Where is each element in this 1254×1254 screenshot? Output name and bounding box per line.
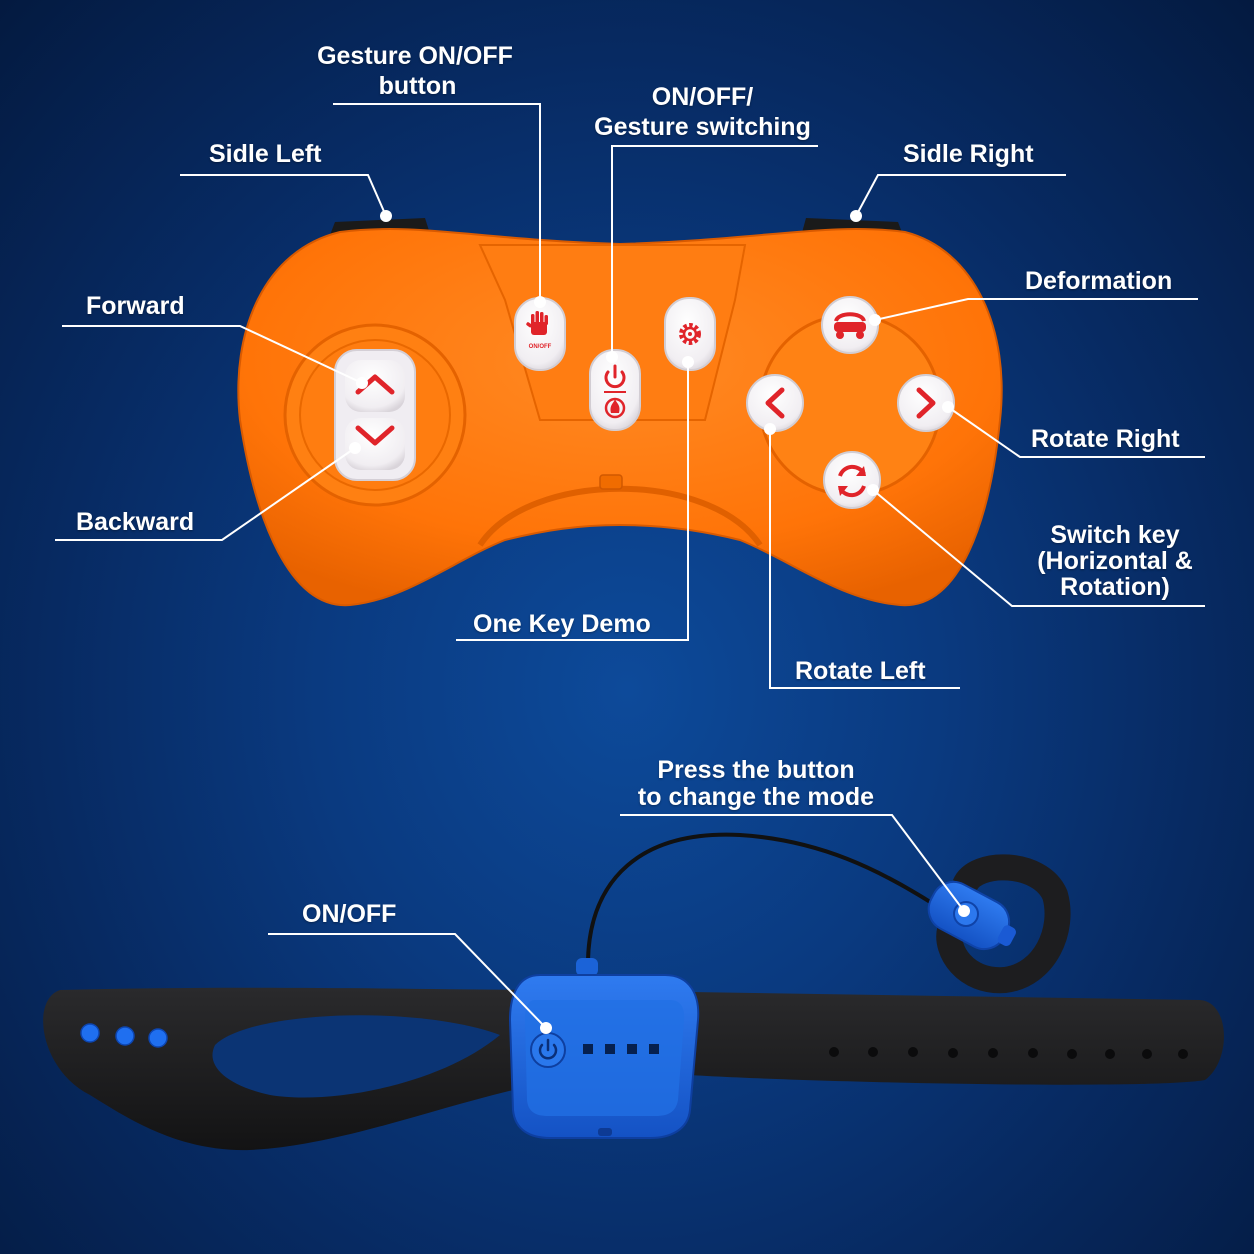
finger-ring-strap bbox=[936, 854, 1071, 994]
hand-icon bbox=[526, 311, 548, 335]
charging-port bbox=[598, 1128, 612, 1136]
label-gesture-onoff-line2: button bbox=[378, 72, 457, 100]
strap-stud bbox=[148, 1028, 168, 1048]
car-transform-icon bbox=[834, 312, 866, 339]
gesture-wristband bbox=[43, 832, 1224, 1151]
callout-dots bbox=[349, 210, 970, 1034]
label-sidle-right: Sidle Right bbox=[903, 140, 1034, 168]
label-onoff-gesture-line2: Gesture switching bbox=[594, 113, 811, 141]
sensor-cable bbox=[586, 832, 937, 961]
power-icon bbox=[538, 1038, 558, 1060]
chevron-right-icon bbox=[916, 387, 936, 419]
label-sidle-left: Sidle Left bbox=[209, 140, 322, 168]
label-switch-key-line2: (Horizontal & bbox=[1037, 547, 1193, 575]
strap-loop-opening bbox=[212, 1015, 500, 1098]
power-icon bbox=[604, 364, 626, 389]
chevron-down-icon bbox=[355, 425, 395, 446]
rotate-right-button[interactable] bbox=[897, 374, 955, 432]
gamepad-controller: ON/OFF bbox=[237, 218, 1003, 607]
gesture-flame-icon bbox=[604, 397, 626, 419]
label-watch-onoff: ON/OFF bbox=[302, 900, 397, 928]
rotate-left-button[interactable] bbox=[746, 374, 804, 432]
label-press-button-line2: to change the mode bbox=[637, 783, 875, 811]
cable-connector bbox=[576, 958, 598, 976]
callout-lines bbox=[55, 103, 1205, 1029]
strap-holes bbox=[829, 1047, 1188, 1059]
label-switch-key-line1: Switch key bbox=[1050, 521, 1180, 549]
indicator-light bbox=[599, 474, 623, 490]
label-rotate-right: Rotate Right bbox=[1031, 425, 1180, 453]
gear-icon bbox=[679, 323, 701, 345]
label-gesture-onoff-line1: Gesture ON/OFF bbox=[317, 42, 513, 70]
label-switch-key-line3: Rotation) bbox=[1060, 573, 1170, 601]
strap-stud bbox=[115, 1026, 135, 1046]
gesture-button-caption: ON/OFF bbox=[529, 344, 552, 350]
led-indicators bbox=[583, 1044, 659, 1054]
label-one-key-demo: One Key Demo bbox=[473, 610, 651, 638]
forward-button[interactable] bbox=[345, 360, 405, 412]
label-rotate-left: Rotate Left bbox=[795, 657, 926, 685]
label-press-button-line1: Press the button bbox=[657, 756, 855, 784]
switch-key-button[interactable] bbox=[823, 451, 881, 509]
chevron-left-icon bbox=[765, 387, 785, 419]
label-forward: Forward bbox=[86, 292, 185, 320]
label-onoff-gesture-line1: ON/OFF/ bbox=[651, 83, 754, 111]
module-face bbox=[525, 1000, 685, 1116]
power-gesture-switch-button[interactable] bbox=[589, 349, 641, 431]
strap-stud bbox=[80, 1023, 100, 1043]
label-deformation: Deformation bbox=[1025, 267, 1173, 295]
refresh-icon bbox=[838, 464, 866, 498]
label-backward: Backward bbox=[76, 508, 195, 536]
